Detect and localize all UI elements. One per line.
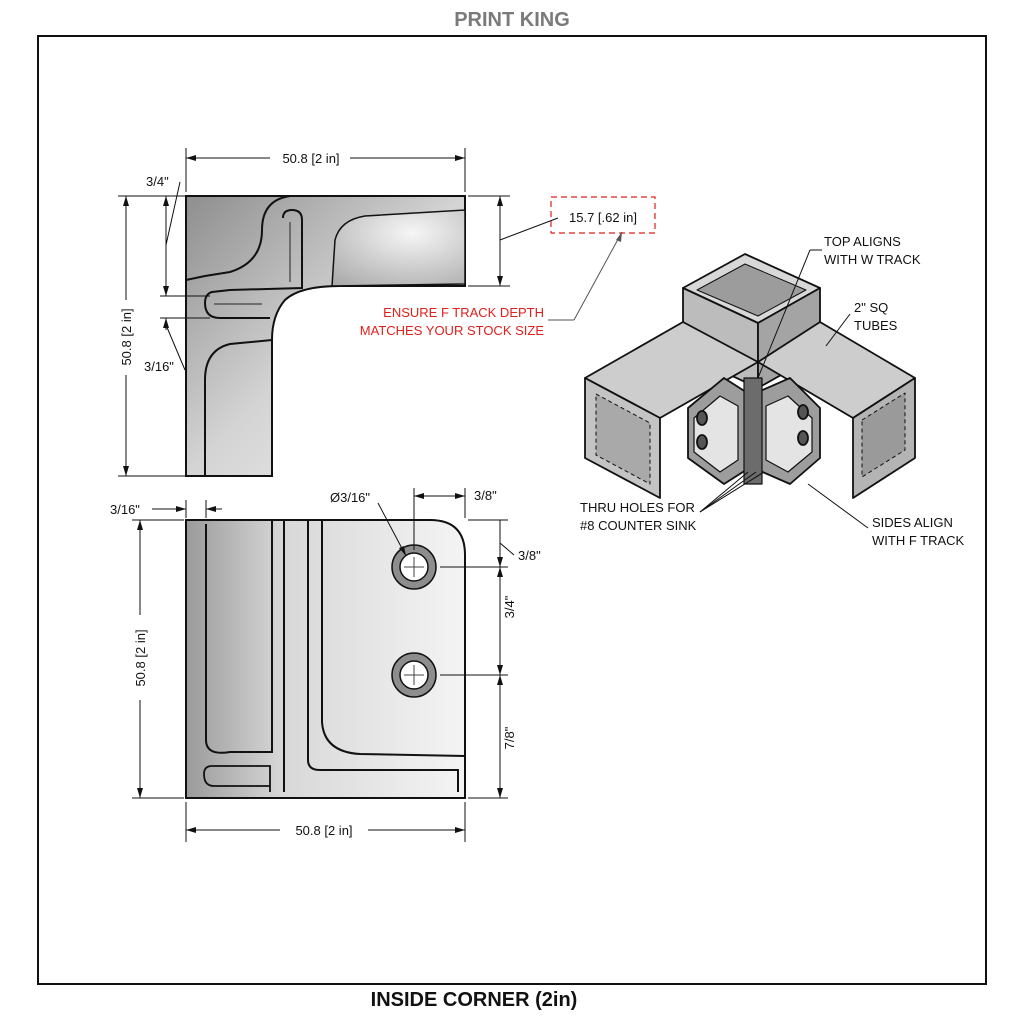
hole-offset-y-label: 3/8" [518,548,541,563]
top-aligns-leader-2 [757,249,811,379]
arrowhead [399,546,406,556]
brand-title: PRINT KING [454,9,570,31]
bracket-hole [797,430,809,446]
arrowhead [497,665,503,675]
arrowhead [414,493,424,499]
offset-label-b: 3/16" [144,359,174,374]
thru-leader-1 [699,471,749,513]
drawing-title: INSIDE CORNER (2in) [371,989,578,1011]
hole-upper [391,544,437,590]
top-view-upper-recess [185,195,291,281]
offset-leader [165,324,186,371]
arrowhead [497,196,503,206]
arrowhead [455,155,465,161]
top-view-cavity [331,209,466,287]
top-view-slot-inner [214,222,291,305]
front-view: 3/16" Ø3/16" 3/8" 3/8" 3/4" 7/8" [110,488,541,842]
depth-label: 15.7 [.62 in] [569,210,637,225]
front-view-channel-track [283,520,459,792]
hole-y-leader [499,542,515,556]
arrowhead [176,506,186,512]
arrowhead [163,318,169,328]
hole-lower [391,652,437,698]
front-view-channel-left [205,520,273,754]
thru-holes-label-2: #8 COUNTER SINK [580,518,697,533]
sides-align-label-2: WITH F TRACK [872,533,965,548]
offset-leader [165,181,181,246]
hole-diameter-label: Ø3/16" [330,490,370,505]
arrowhead [616,232,622,242]
arrowhead [137,788,143,798]
top-view-slot [203,208,303,319]
arrowhead [163,196,169,206]
arrowhead [497,675,503,685]
arrowhead [455,827,465,833]
thru-leader-2 [699,471,757,513]
arrowhead [186,827,196,833]
front-view-body [185,519,466,799]
sides-leader [807,483,869,529]
depth-leader [499,217,559,241]
thru-leader-3 [699,471,765,513]
arrowhead [497,567,503,577]
depth-highlight-box [550,196,656,234]
top-aligns-label-1: TOP ALIGNS [824,234,901,249]
tubes-label-1: 2" SQ [854,300,888,315]
tubes-label-2: TUBES [854,318,898,333]
arrowhead [497,557,503,567]
thru-holes-label-1: THRU HOLES FOR [580,500,695,515]
sides-align-label-1: SIDES ALIGN [872,515,953,530]
arrowhead [497,788,503,798]
left-tube-end-inner [595,393,651,485]
top-view: 50.8 [2 in] 50.8 [2 in] 3/4" 3/16" 15.7 … [118,148,656,477]
arrowhead [497,276,503,286]
front-height-label: 50.8 [2 in] [133,629,148,686]
warning-leader-2 [573,231,623,321]
hole-offset-x-label: 3/8" [474,488,497,503]
bracket-spine [743,377,763,485]
bracket-hole [696,434,708,450]
arrowhead [455,493,465,499]
bracket-hole [696,410,708,426]
vertical-tube-top-inner [696,263,807,317]
arrowhead [206,506,216,512]
warning-line-1: ENSURE F TRACK DEPTH [383,305,544,320]
sheet-border [37,35,987,985]
wall-label: 3/16" [110,502,140,517]
warning-line-2: MATCHES YOUR STOCK SIZE [360,323,545,338]
hole-spacing-label: 3/4" [502,595,517,618]
arrowhead [186,155,196,161]
top-width-label: 50.8 [2 in] [282,151,339,166]
right-tube-end-inner [861,392,906,478]
top-aligns-label-2: WITH W TRACK [824,252,921,267]
front-width-label: 50.8 [2 in] [295,823,352,838]
arrowhead [123,196,129,206]
front-view-bottom-slot [203,765,271,792]
arrowhead [163,286,169,296]
tubes-leader [825,313,851,347]
iso-callouts [699,249,869,529]
top-view-lower-cavity [204,339,273,476]
arrowhead [137,520,143,530]
front-view-cavity [321,520,466,757]
arrowhead [123,466,129,476]
hole-bottom-label: 7/8" [502,726,517,749]
offset-label-a: 3/4" [146,174,169,189]
bracket-hole [797,404,809,420]
top-height-label: 50.8 [2 in] [119,308,134,365]
isometric-view [584,253,916,499]
